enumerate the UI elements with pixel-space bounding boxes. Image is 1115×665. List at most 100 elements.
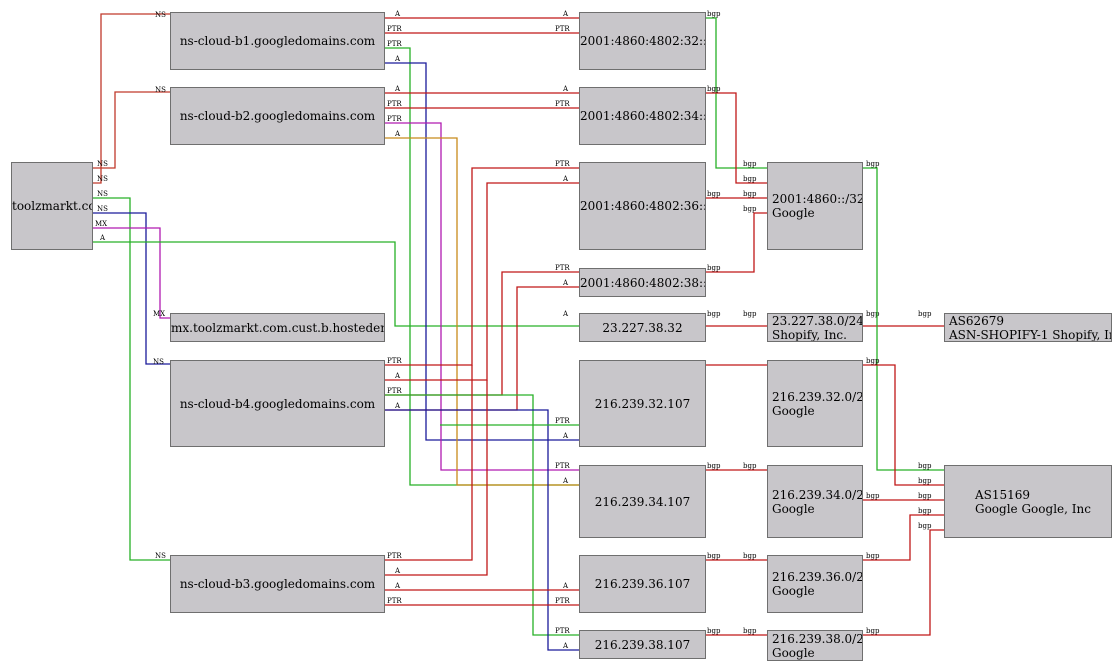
edge-ns-b3 bbox=[93, 197, 170, 561]
lbl-bgp-18: bgp bbox=[918, 310, 932, 318]
node-mx-label: mx.toolzmarkt.com.cust.b.hostedemail.com bbox=[171, 320, 384, 335]
edge-b2-a-ip34 bbox=[385, 137, 579, 486]
lbl-bgp-12: bgp bbox=[743, 462, 757, 470]
lbl-bgp-27: bgp bbox=[918, 507, 932, 515]
edge-b4-ptr-ip6-38 bbox=[385, 271, 579, 396]
lbl-b2-ptr2: PTR bbox=[387, 115, 402, 123]
edge-bgp-pfx32-as bbox=[863, 364, 944, 486]
edge-b4-a-ip6-36 bbox=[385, 182, 579, 381]
lbl-b1-a: A bbox=[394, 10, 401, 18]
lbl-b3-ptr2: PTR bbox=[387, 597, 402, 605]
lbl-b3-a: A bbox=[394, 567, 401, 575]
lbl-ip32-ptr: PTR bbox=[555, 417, 570, 425]
lbl-b2-ptr: PTR bbox=[387, 100, 402, 108]
lbl-ip38-ptr: PTR bbox=[555, 627, 570, 635]
lbl-shop-a: A bbox=[562, 310, 569, 318]
node-ns-b3[interactable]: ns-cloud-b3.googledomains.com bbox=[170, 555, 385, 613]
lbl-bgp-19: bgp bbox=[866, 160, 880, 168]
node-ip-32[interactable]: 216.239.32.107 bbox=[579, 360, 706, 447]
lbl-ip32-a: A bbox=[562, 432, 569, 440]
lbl-bgp-16: bgp bbox=[743, 627, 757, 635]
lbl-bgp-15: bgp bbox=[707, 627, 721, 635]
lbl-bgp-5: bgp bbox=[743, 160, 757, 168]
node-domain-label: toolzmarkt.com bbox=[12, 199, 92, 213]
edge-b4-a-ip38 bbox=[385, 409, 579, 651]
lbl-ip638-ptr: PTR bbox=[555, 264, 570, 272]
lbl-ip636-ptr: PTR bbox=[555, 160, 570, 168]
node-ip-shopify[interactable]: 23.227.38.32 bbox=[579, 313, 706, 342]
lbl-b1-ptr: PTR bbox=[387, 25, 402, 33]
lbl-ip634-ptr: PTR bbox=[555, 100, 570, 108]
node-ipv6-36-label: 2001:4860:4802:36::6b bbox=[580, 199, 705, 213]
node-ip-34-label: 216.239.34.107 bbox=[594, 494, 691, 509]
edge-b4-ptr-ip6-36 bbox=[385, 167, 579, 366]
lbl-b1-ptr2: PTR bbox=[387, 40, 402, 48]
lbl-bgp-17: bgp bbox=[866, 310, 880, 318]
node-ip-38-label: 216.239.38.107 bbox=[594, 637, 691, 652]
node-ip-shopify-label: 23.227.38.32 bbox=[602, 320, 683, 335]
lbl-b3-a2: A bbox=[394, 582, 401, 590]
edge-mx bbox=[93, 227, 170, 319]
node-ipv6-34-label: 2001:4860:4802:34::6b bbox=[580, 109, 705, 123]
lbl-ip36-ptr: PTR bbox=[555, 597, 570, 605]
node-ip-38[interactable]: 216.239.38.107 bbox=[579, 630, 706, 659]
lbl-bgp-20: bgp bbox=[866, 357, 880, 365]
lbl-bgp-6: bgp bbox=[743, 175, 757, 183]
lbl-b3-ptr: PTR bbox=[387, 552, 402, 560]
label-ns-3: NS bbox=[97, 190, 108, 198]
lbl-b2-a: A bbox=[394, 85, 401, 93]
node-ip-34[interactable]: 216.239.34.107 bbox=[579, 465, 706, 538]
lbl-b4-a: A bbox=[394, 372, 401, 380]
lbl-bgp-10: bgp bbox=[743, 310, 757, 318]
node-ns-b3-label: ns-cloud-b3.googledomains.com bbox=[179, 577, 376, 591]
lbl-ip36-a: A bbox=[562, 582, 569, 590]
node-ns-b2[interactable]: ns-cloud-b2.googledomains.com bbox=[170, 87, 385, 145]
node-ip-36-label: 216.239.36.107 bbox=[594, 577, 691, 591]
node-ns-b1[interactable]: ns-cloud-b1.googledomains.com bbox=[170, 12, 385, 70]
node-ipv6-32[interactable]: 2001:4860:4802:32::6b bbox=[579, 12, 706, 70]
node-mx[interactable]: mx.toolzmarkt.com.cust.b.hostedemail.com bbox=[170, 313, 385, 342]
lbl-b4-a2: A bbox=[394, 402, 401, 410]
edge-bgp-ip634 bbox=[706, 92, 767, 184]
label-ns-b4: NS bbox=[153, 358, 164, 366]
lbl-bgp-8: bgp bbox=[743, 205, 757, 213]
node-ipv6-38[interactable]: 2001:4860:4802:38::6b bbox=[579, 268, 706, 297]
lbl-b4-ptr: PTR bbox=[387, 357, 402, 365]
label-ns-1: NS bbox=[97, 160, 108, 168]
lbl-bgp-4: bgp bbox=[707, 264, 721, 272]
node-ipv6-38-label: 2001:4860:4802:38::6b bbox=[580, 275, 705, 290]
node-ipv6-34[interactable]: 2001:4860:4802:34::6b bbox=[579, 87, 706, 145]
edge-b3-a bbox=[385, 380, 488, 576]
edge-bgp-pfx38-as bbox=[863, 529, 944, 636]
label-a: A bbox=[99, 234, 106, 242]
lbl-bgp-7: bgp bbox=[743, 190, 757, 198]
lbl-b4-ptr2: PTR bbox=[387, 387, 402, 395]
lbl-bgp-9: bgp bbox=[707, 310, 721, 318]
node-ns-b4[interactable]: ns-cloud-b4.googledomains.com bbox=[170, 360, 385, 447]
node-ns-b4-label: ns-cloud-b4.googledomains.com bbox=[179, 396, 376, 411]
node-ip-36[interactable]: 216.239.36.107 bbox=[579, 555, 706, 613]
node-domain[interactable]: toolzmarkt.com bbox=[11, 162, 93, 250]
lbl-ip34-ptr: PTR bbox=[555, 462, 570, 470]
lbl-bgp-24: bgp bbox=[918, 462, 932, 470]
lbl-bgp-22: bgp bbox=[866, 552, 880, 560]
lbl-ip638-a: A bbox=[562, 279, 569, 287]
node-ipv6-36[interactable]: 2001:4860:4802:36::6b bbox=[579, 162, 706, 250]
lbl-bgp-11: bgp bbox=[707, 462, 721, 470]
lbl-bgp-23: bgp bbox=[866, 627, 880, 635]
edge-b1-a-ip32 bbox=[385, 62, 579, 441]
